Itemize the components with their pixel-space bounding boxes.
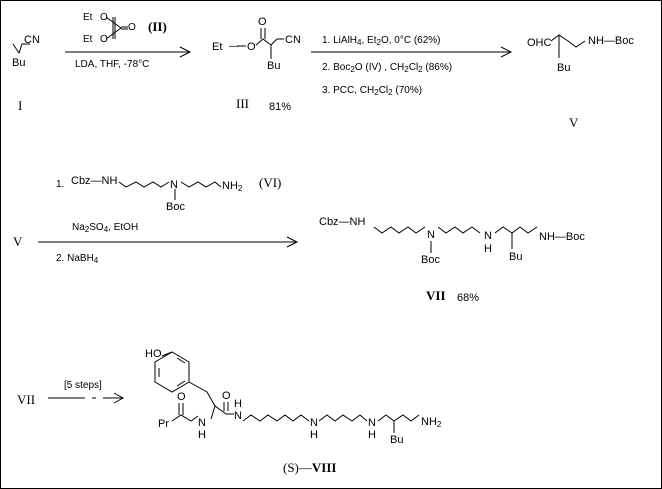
reagent-2-oxygen-2: O — [100, 34, 108, 45]
compound-5-nh-boc: NH—Boc — [588, 35, 634, 47]
compound-5-label: V — [569, 115, 579, 130]
reagent-6-cbz-nh: Cbz—NH — [71, 175, 118, 187]
step-1-conditions: LDA, THF, -78°C — [75, 59, 150, 70]
compound-8-amine-n-3: N — [310, 417, 318, 429]
step-2-condition-1: 1. LiAlH4, Et2O, 0°C (62%) — [322, 35, 441, 47]
step-2-condition-2: 2. Boc2O (IV) , CH2Cl2 (86%) — [322, 62, 453, 74]
compound-8-amide-n-1: N — [198, 417, 206, 429]
compound-7-boc: Boc — [421, 254, 440, 266]
reagent-2-ethyl-2: Et — [83, 34, 93, 45]
step-4-start-label: VII — [17, 392, 36, 407]
step-3-condition-2: 2. NaBH4 — [56, 253, 99, 265]
arrow-step-4 — [48, 392, 125, 404]
bonds-compound-5 — [550, 34, 586, 58]
compound-8-amide-h-2: H — [234, 398, 242, 410]
arrow-step-3 — [38, 236, 299, 248]
arrow-step-1 — [65, 46, 192, 58]
compound-7-amine-n-1: N — [484, 230, 492, 242]
bonds-compound-7 — [373, 226, 538, 253]
arrow-step-2 — [311, 46, 513, 58]
bonds-compound-8 — [154, 351, 420, 433]
bonds-reagent-2 — [105, 16, 128, 40]
reagent-2-oxygen-1: O — [100, 12, 108, 23]
reagent-6-boc: Boc — [166, 201, 185, 213]
reagent-6-label: (VI) — [259, 175, 282, 190]
compound-8-amide-oxygen-1: O — [177, 391, 186, 403]
compound-8-propyl: Pr — [158, 418, 169, 430]
compound-7-label: VII — [426, 288, 446, 303]
step-3-start-label: V — [13, 234, 23, 249]
step-4-conditions: [5 steps] — [64, 380, 102, 391]
compound-8-label: (S)—VIII — [283, 460, 337, 475]
compound-8-amide-n-2: N — [234, 410, 242, 422]
butyl-label: Bu — [12, 57, 26, 69]
compound-8-butyl: Bu — [390, 434, 404, 446]
bonds-reagent-6 — [118, 181, 222, 200]
compound-7-butyl: Bu — [509, 251, 523, 263]
reagent-6-nitrogen: N — [170, 179, 178, 191]
reagent-2-oxygen-carbonyl: O — [128, 22, 136, 33]
compound-7-cbz-nh: Cbz—NH — [319, 216, 366, 228]
compound-8-primary-amine: NH2 — [421, 416, 442, 429]
compound-7-boc-nitrogen: N — [427, 229, 435, 241]
bonds-compound-3 — [237, 28, 284, 59]
compound-5-aldehyde: OHC — [527, 37, 552, 49]
compound-3-ethyl: Et — [212, 41, 223, 53]
compound-3-ester-dash: — — [229, 41, 239, 52]
step-3-condition-1: Na2SO4, EtOH — [72, 222, 139, 234]
compound-3-butyl: Bu — [267, 60, 281, 72]
compound-3-nitrile: CN — [285, 34, 301, 46]
compound-7-nh-boc: NH—Boc — [539, 231, 585, 243]
reagent-2-ethyl-1: Et — [83, 12, 93, 23]
compound-3-ester-oxygen: O — [247, 41, 256, 53]
compound-8-hydroxyl: HO — [145, 348, 162, 360]
compound-7-yield: 68% — [457, 292, 480, 304]
nitrile-label: CN — [24, 34, 40, 46]
compound-8-amide-oxygen-2: O — [222, 390, 231, 402]
compound-7-amine-h-1: H — [484, 243, 492, 255]
compound-1-label: I — [18, 98, 23, 113]
compound-8-amine-n-4: N — [368, 417, 376, 429]
reagent-2-label: (II) — [148, 19, 167, 34]
reagent-6-amine: NH2 — [222, 180, 243, 193]
reagent-6-prefix: 1. — [56, 179, 65, 190]
step-2-condition-3: 3. PCC, CH2Cl2 (70%) — [322, 85, 423, 97]
compound-8-amide-h-1: H — [198, 429, 206, 441]
compound-8-amine-h-4: H — [368, 429, 376, 441]
compound-3-yield: 81% — [269, 101, 292, 113]
compound-5-butyl: Bu — [557, 62, 571, 74]
compound-3-label: III — [236, 96, 249, 111]
bonds-compound-1 — [12, 43, 30, 55]
compound-3-carbonyl-oxygen: O — [258, 16, 267, 28]
compound-8-amine-h-3: H — [310, 429, 318, 441]
